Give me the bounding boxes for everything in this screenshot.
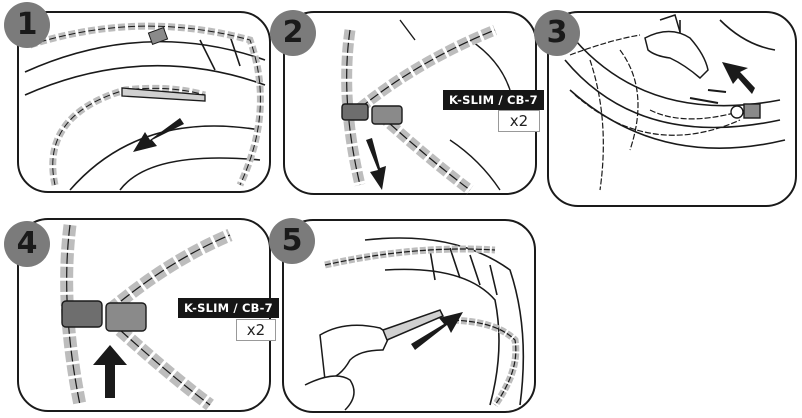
step-5-panel: 5 (265, 210, 540, 418)
connector-icon (731, 104, 760, 118)
step-number-badge: 1 (4, 2, 50, 48)
step-1-panel: 1 (0, 0, 275, 200)
step-4-panel: 4 K-SLIM / CB-7 x2 (0, 205, 290, 418)
step-number-badge: 3 (534, 10, 580, 56)
model-label: K-SLIM / CB-7 (443, 90, 544, 110)
step-number-badge: 2 (270, 10, 316, 56)
step-2-panel: 2 K-SLIM / CB-7 x2 (270, 0, 540, 205)
model-label: K-SLIM / CB-7 (178, 298, 279, 318)
step-3-panel: 3 (530, 0, 802, 210)
step-number-badge: 5 (269, 218, 315, 264)
step-number-badge: 4 (4, 221, 50, 267)
